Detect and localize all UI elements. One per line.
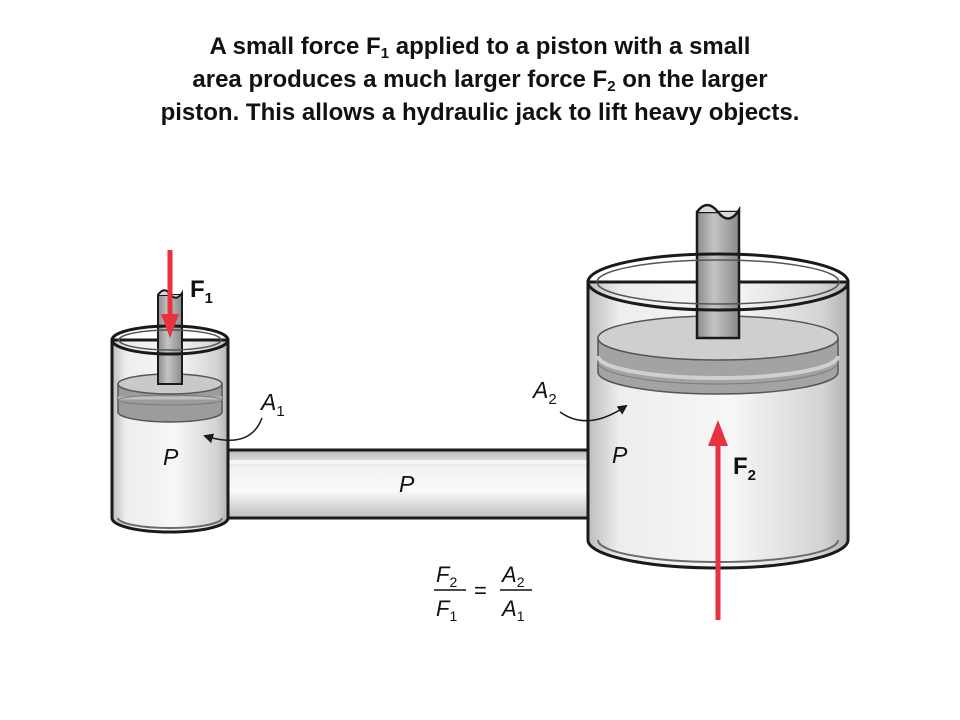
area-pointer-a2 bbox=[559, 404, 628, 422]
equation-equals: = bbox=[474, 578, 487, 603]
small-cylinder bbox=[110, 289, 230, 534]
equation-right-numerator: A2 bbox=[500, 562, 525, 590]
connecting-tube bbox=[216, 448, 604, 520]
force-arrow-f2 bbox=[708, 420, 728, 620]
equation-left-numerator: F2 bbox=[436, 562, 457, 590]
label-pressure-small: P bbox=[163, 444, 179, 470]
label-f2: F2 bbox=[733, 453, 756, 484]
caption-line-3: piston. This allows a hydraulic jack to … bbox=[160, 99, 800, 126]
caption: A small force F1 applied to a piston wit… bbox=[60, 30, 900, 129]
caption-line-1: A small force F1 applied to a piston wit… bbox=[209, 33, 751, 62]
label-pressure-large: P bbox=[612, 442, 628, 468]
equation: F2 F1 = A2 A1 bbox=[434, 562, 532, 624]
label-pressure-tube: P bbox=[399, 471, 415, 497]
equation-right-denominator: A1 bbox=[500, 596, 525, 624]
force-arrow-f1 bbox=[161, 250, 179, 338]
large-piston-rod bbox=[695, 203, 741, 340]
label-f1: F1 bbox=[190, 276, 213, 307]
area-pointer-a1 bbox=[203, 417, 263, 444]
equation-left-denominator: F1 bbox=[436, 596, 457, 624]
label-a1: A1 bbox=[259, 389, 285, 420]
caption-line-2: area produces a much larger force F2 on … bbox=[192, 66, 768, 95]
label-a2: A2 bbox=[531, 377, 557, 408]
